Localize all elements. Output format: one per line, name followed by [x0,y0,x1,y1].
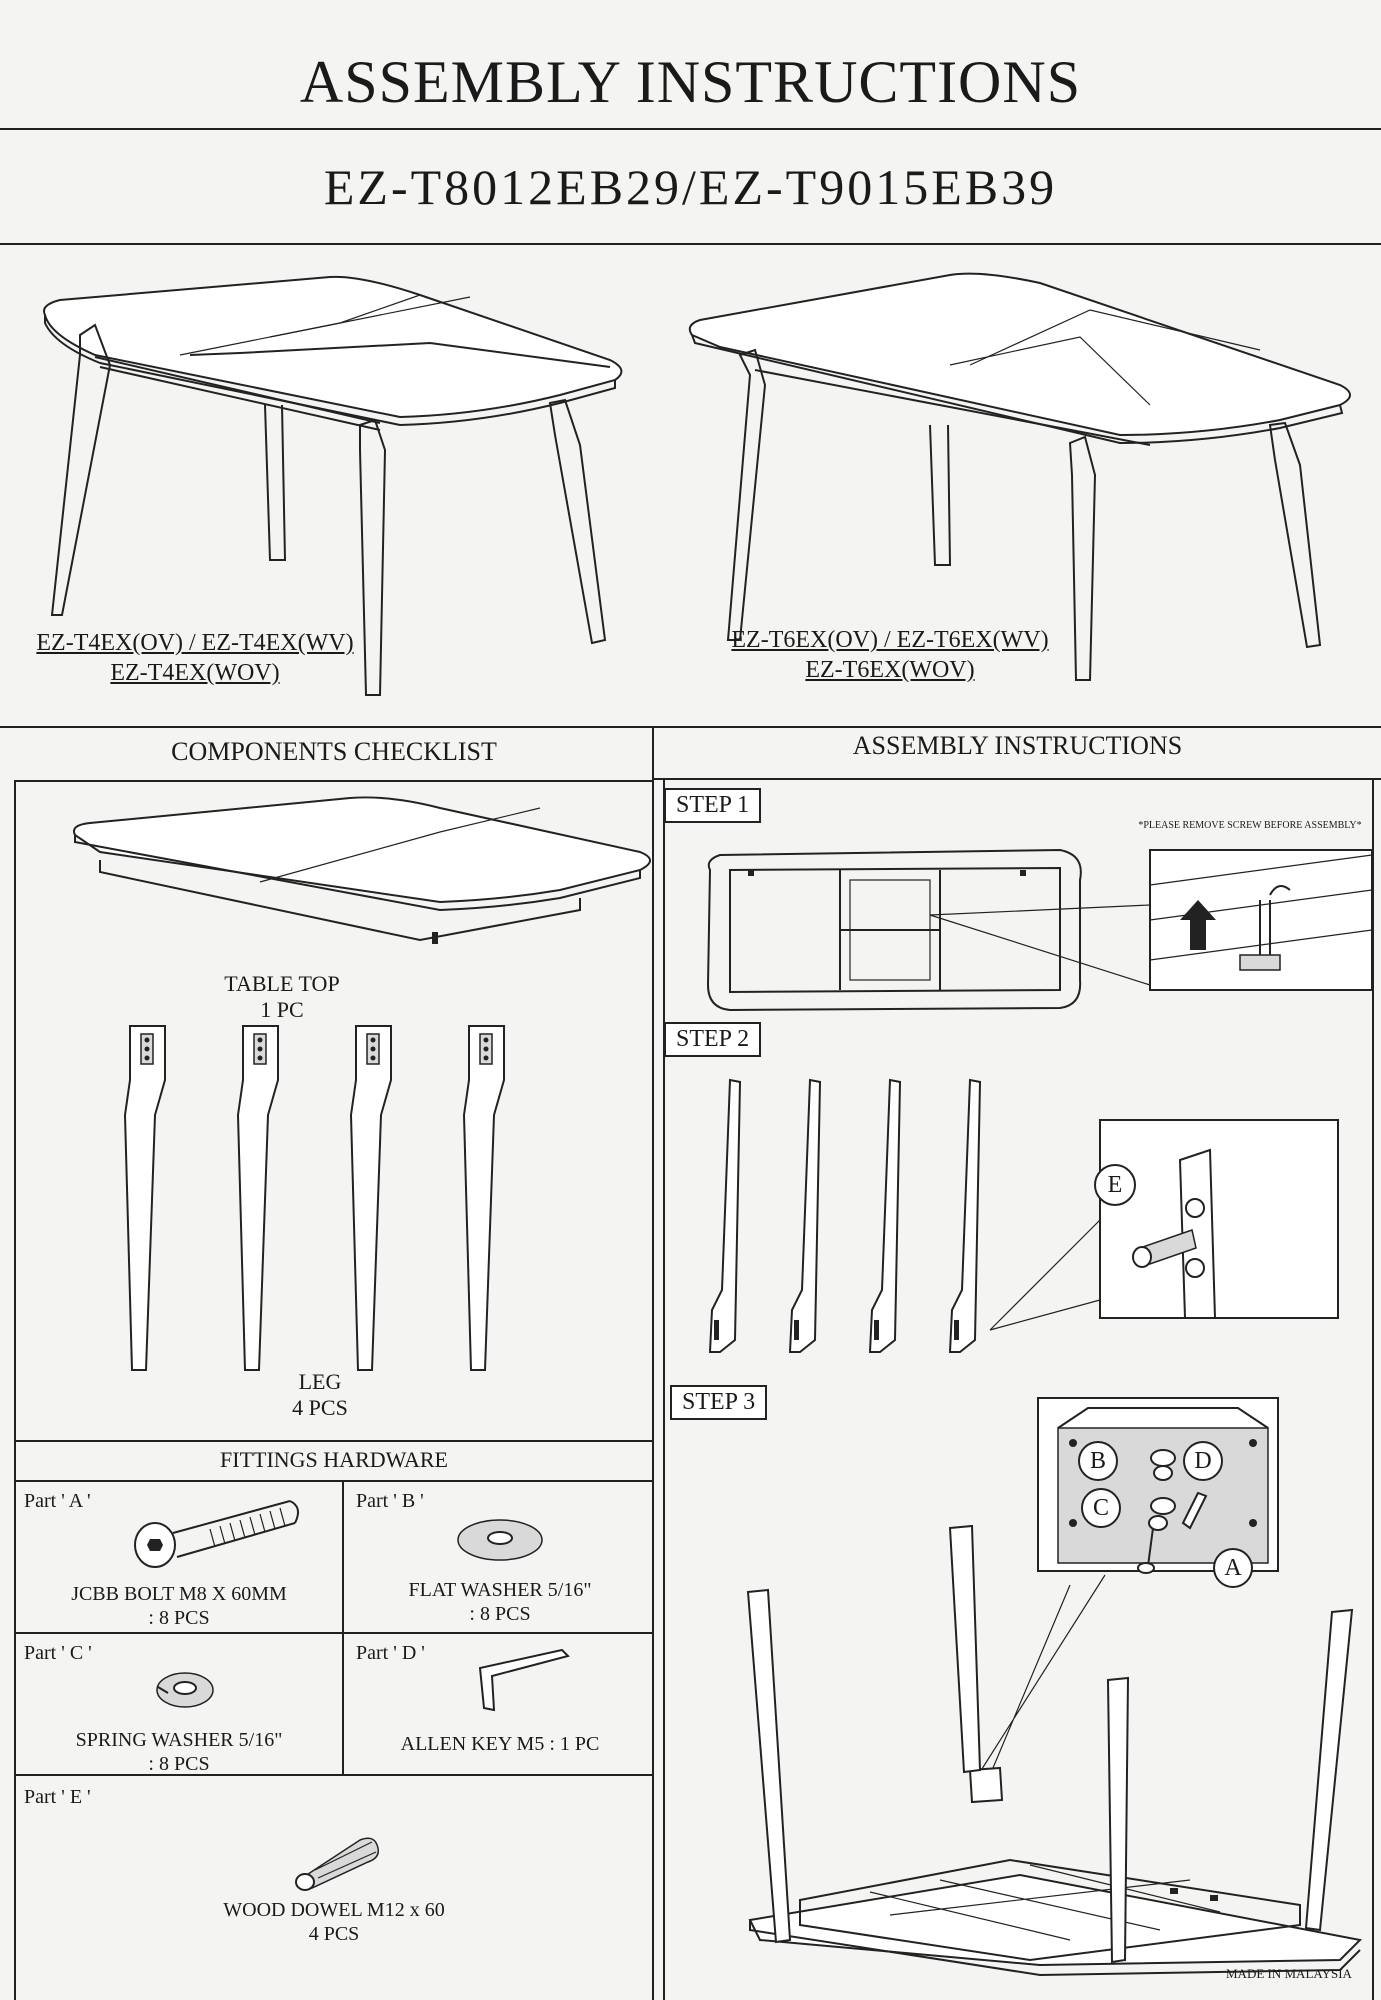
bolt-icon [134,1500,300,1568]
callout-b [1078,1441,1118,1481]
checklist-heading: COMPONENTS CHECKLIST [171,737,497,766]
step3-table-drawing [746,1524,1363,1977]
divider [0,726,1381,728]
part-a-tag: Part ' A ' [24,1490,91,1512]
step1-frame-drawing [706,848,1082,1012]
step1-leader-line [929,904,1151,986]
part-b-qty: : 8 PCS [469,1603,531,1625]
model-left-line2: EZ-T4EX(WOV) [110,660,280,686]
part-e-tag: Part ' E ' [24,1786,91,1808]
divider [654,778,1381,780]
step3-label: STEP 3 [670,1385,768,1420]
part-e-qty: 4 PCS [308,1923,360,1945]
leg-label: LEG [298,1369,342,1394]
part-d-tag: Part ' D ' [356,1642,425,1664]
callout-a [1213,1548,1253,1588]
part-c-tag: Part ' C ' [24,1642,92,1664]
small-table-drawing [43,275,623,696]
step2-detail-drawing [1099,1119,1339,1319]
wood-dowel-icon [295,1837,380,1891]
divider [1372,780,1374,2000]
instructions-heading: ASSEMBLY INSTRUCTIONS [852,731,1183,760]
model-numbers: EZ-T8012EB29/EZ-T9015EB39 [323,159,1058,215]
table-top-qty: 1 PC [260,997,304,1022]
model-right-line1: EZ-T6EX(OV) / EZ-T6EX(WV) [731,627,1049,653]
part-c-name: SPRING WASHER 5/16" [75,1729,283,1751]
page-title: ASSEMBLY INSTRUCTIONS [299,49,1082,115]
part-d-name: ALLEN KEY M5 : 1 PC [400,1733,600,1755]
callout-a-label: A [1224,1555,1242,1581]
table-top-drawing [73,796,651,944]
callout-e [1094,1164,1136,1206]
spring-washer-icon [156,1672,214,1708]
legs-drawing [123,1025,505,1371]
callout-e-label: E [1107,1172,1123,1198]
made-in-label: MADE IN MALAYSIA [1226,1966,1352,1981]
leg-qty: 4 PCS [292,1395,348,1420]
part-a-name: JCBB BOLT M8 X 60MM [71,1583,287,1605]
callout-b-label: B [1089,1448,1106,1474]
step1-detail-drawing [1149,849,1373,991]
divider [14,1632,654,1634]
model-right-line2: EZ-T6EX(WOV) [805,657,975,683]
callout-c [1081,1488,1121,1528]
divider [14,1774,654,1776]
part-c-qty: : 8 PCS [148,1753,210,1775]
part-e-name: WOOD DOWEL M12 x 60 [223,1899,445,1921]
step2-legs-drawing [708,1078,1101,1353]
divider [14,780,16,2000]
divider [0,128,1381,130]
callout-d [1183,1441,1223,1481]
part-a-qty: : 8 PCS [148,1607,210,1629]
step1-label: STEP 1 [664,788,762,823]
part-b-name: FLAT WASHER 5/16" [408,1579,592,1601]
divider [14,780,654,782]
divider [342,1480,344,1774]
hardware-heading: FITTINGS HARDWARE [220,1447,448,1472]
model-left-line1: EZ-T4EX(OV) / EZ-T4EX(WV) [36,630,354,656]
divider [652,726,654,2000]
flat-washer-icon [457,1519,543,1561]
allen-key-icon [478,1648,570,1712]
table-top-label: TABLE TOP [224,971,340,996]
callout-c-label: C [1092,1495,1109,1521]
step1-note: *PLEASE REMOVE SCREW BEFORE ASSEMBLY* [1138,820,1362,831]
callout-d-label: D [1194,1448,1212,1474]
step2-label: STEP 2 [664,1022,762,1057]
divider [14,1480,654,1482]
divider [14,1440,654,1442]
large-table-drawing [688,272,1351,681]
part-b-tag: Part ' B ' [356,1490,424,1512]
divider [0,243,1381,245]
divider [663,780,665,2000]
